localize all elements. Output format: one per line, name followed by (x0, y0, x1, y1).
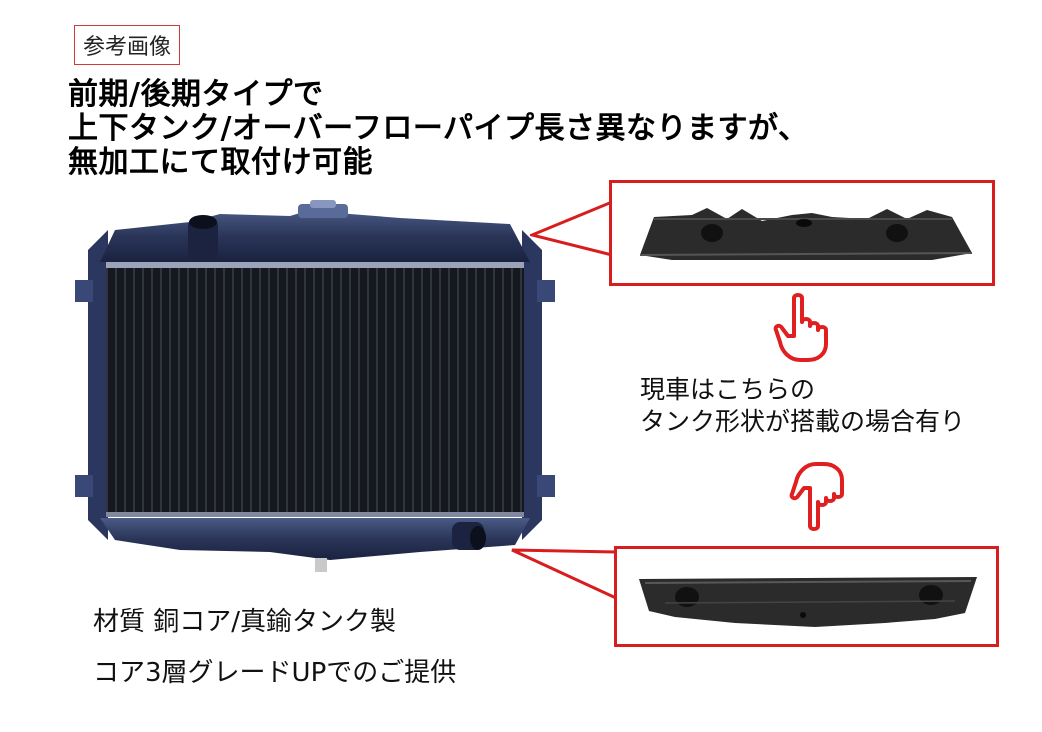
headline-line-2: 上下タンク/オーバーフローパイプ長さ異なりますが、 (68, 111, 809, 146)
radiator-photo (75, 200, 555, 572)
vehicle-tank-note: 現車はこちらの タンク形状が搭載の場合有り (640, 374, 965, 438)
callout-top-pointer (530, 200, 613, 257)
vehicle-tank-note-line-2: タンク形状が搭載の場合有り (640, 407, 966, 436)
upper-tank-callout (609, 180, 995, 286)
reference-image-label-text: 参考画像 (83, 35, 172, 60)
upper-tank-photo (639, 208, 973, 260)
reference-image-label: 参考画像 (74, 25, 181, 65)
headline: 前期/後期タイプで 上下タンク/オーバーフローパイプ長さ異なりますが、 無加工に… (68, 78, 928, 180)
upgrade-spec: コア3層グレードUPでのご提供 (93, 658, 457, 688)
headline-line-1: 前期/後期タイプで (68, 77, 324, 112)
lower-tank-callout (614, 546, 999, 647)
pointing-hand-up-icon (773, 293, 828, 362)
callout-bottom-pointer (511, 548, 617, 600)
lower-tank-photo (639, 577, 977, 627)
material-spec: 材質 銅コア/真鍮タンク製 (93, 607, 397, 637)
headline-line-3: 無加工にて取付け可能 (68, 145, 373, 180)
pointing-hand-down-icon (789, 462, 844, 531)
vehicle-tank-note-line-1: 現車はこちらの (640, 375, 816, 404)
